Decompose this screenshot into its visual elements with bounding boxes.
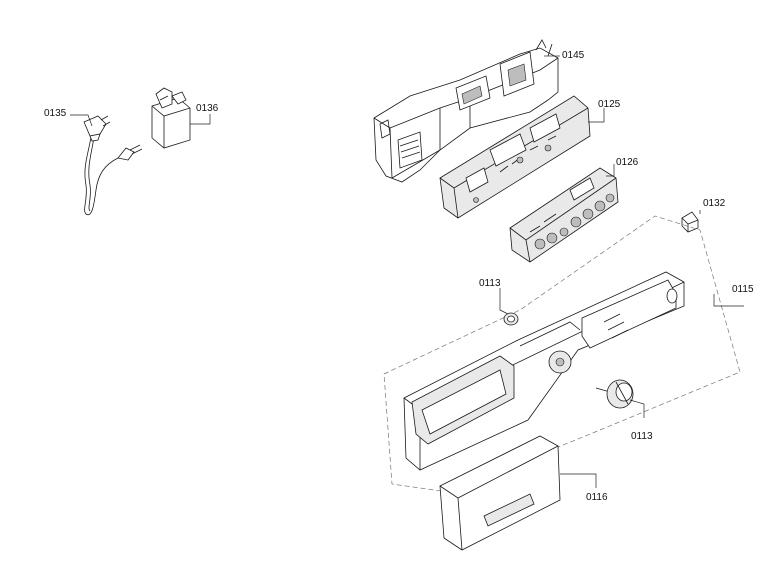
power-board-part [439, 95, 591, 219]
label-0145: 0145 [562, 50, 585, 61]
label-0113-small-knob: 0113 [479, 278, 501, 289]
power-cord-part [83, 115, 143, 216]
leader-lines [70, 55, 744, 488]
label-0136: 0136 [196, 103, 219, 114]
filter-part [151, 87, 191, 149]
bracket-part [681, 211, 699, 233]
board-knob-row [534, 193, 615, 250]
label-0116: 0116 [586, 492, 608, 503]
knob-small-part [503, 312, 519, 326]
control-housing-part [373, 39, 559, 183]
label-0125: 0125 [598, 99, 621, 110]
display-board-part [509, 167, 619, 263]
label-0135: 0135 [44, 108, 67, 119]
label-0126: 0126 [616, 157, 639, 168]
label-0113-large-knob: 0113 [631, 431, 653, 442]
fascia-panel-part [403, 271, 685, 471]
knob-large-part [595, 379, 634, 409]
label-0115: 0115 [732, 284, 754, 295]
drawer-front-part [439, 435, 561, 551]
label-0132: 0132 [703, 198, 726, 209]
